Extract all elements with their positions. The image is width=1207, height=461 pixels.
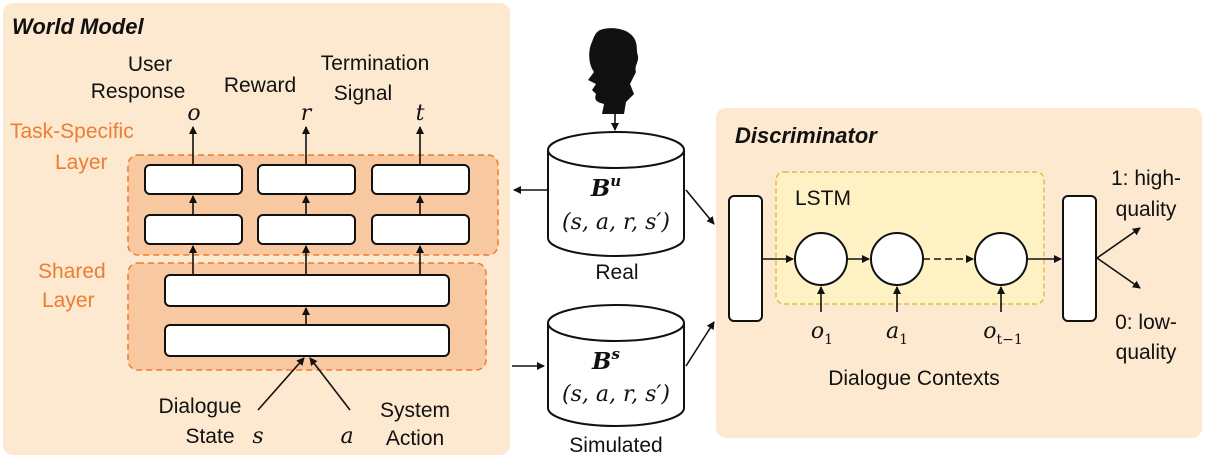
low-quality-label-1: 0: low- — [1115, 311, 1177, 334]
high-quality-label-2: quality — [1116, 198, 1177, 221]
output-classifier-box — [1062, 195, 1097, 322]
user-head-icon — [588, 28, 639, 114]
low-quality-label-2: quality — [1116, 341, 1177, 364]
lstm-label: LSTM — [795, 187, 851, 210]
output-r: r — [301, 101, 313, 126]
dialogue-state-label-2: State — [185, 425, 234, 448]
buffer-simulated-label: Simulated — [569, 434, 662, 457]
task-layer-node — [144, 164, 243, 195]
buffer-simulated-symbol: Bs — [591, 345, 620, 375]
shared-label-1: Shared — [38, 260, 106, 283]
discriminator-title: Discriminator — [735, 123, 878, 148]
output-t: t — [416, 101, 425, 126]
user-response-label-1: User — [128, 53, 172, 76]
system-action-label-1: System — [380, 399, 450, 422]
user-response-label-2: Response — [91, 80, 186, 103]
lstm-cell — [974, 232, 1028, 286]
shared-layer-node — [164, 324, 450, 357]
task-specific-label-2: Layer — [55, 151, 108, 174]
task-layer-node — [371, 164, 470, 195]
task-layer-node — [257, 164, 356, 195]
task-layer-node — [371, 214, 470, 245]
termination-label-2: Signal — [334, 82, 392, 105]
lstm-cell — [870, 232, 924, 286]
dialogue-contexts-label: Dialogue Contexts — [828, 367, 1000, 390]
buffer-real-symbol: Bu — [590, 172, 621, 202]
reward-label: Reward — [224, 74, 296, 97]
lstm-arrows — [762, 227, 1141, 312]
output-o: o — [187, 101, 200, 126]
buffer-arrows — [512, 112, 715, 370]
shared-label-2: Layer — [42, 289, 95, 312]
buffer-simulated-tuple: (s, a, r, s′) — [562, 382, 670, 407]
shared-layer-node — [164, 274, 450, 307]
buffer-real — [547, 131, 685, 257]
dialogue-state-label-1: Dialogue — [159, 395, 242, 418]
task-layer-node — [144, 214, 243, 245]
buffer-real-tuple: (s, a, r, s′) — [562, 210, 670, 235]
context-o1: o1 — [811, 319, 833, 348]
world-model-arrows — [189, 126, 424, 411]
context-ot-1: ot−1 — [983, 319, 1023, 348]
buffer-real-label: Real — [595, 261, 638, 284]
high-quality-label-1: 1: high- — [1111, 167, 1181, 190]
input-a: a — [340, 424, 353, 449]
task-layer-node — [257, 214, 356, 245]
lstm-cell — [794, 232, 848, 286]
input-encoder-box — [728, 195, 763, 322]
buffer-simulated — [547, 304, 685, 427]
world-model-title: World Model — [12, 14, 144, 39]
task-specific-label-1: Task-Specific — [10, 120, 134, 143]
input-s: s — [252, 424, 263, 449]
termination-label-1: Termination — [321, 52, 430, 75]
system-action-label-2: Action — [386, 427, 444, 450]
context-a1: a1 — [886, 319, 908, 348]
